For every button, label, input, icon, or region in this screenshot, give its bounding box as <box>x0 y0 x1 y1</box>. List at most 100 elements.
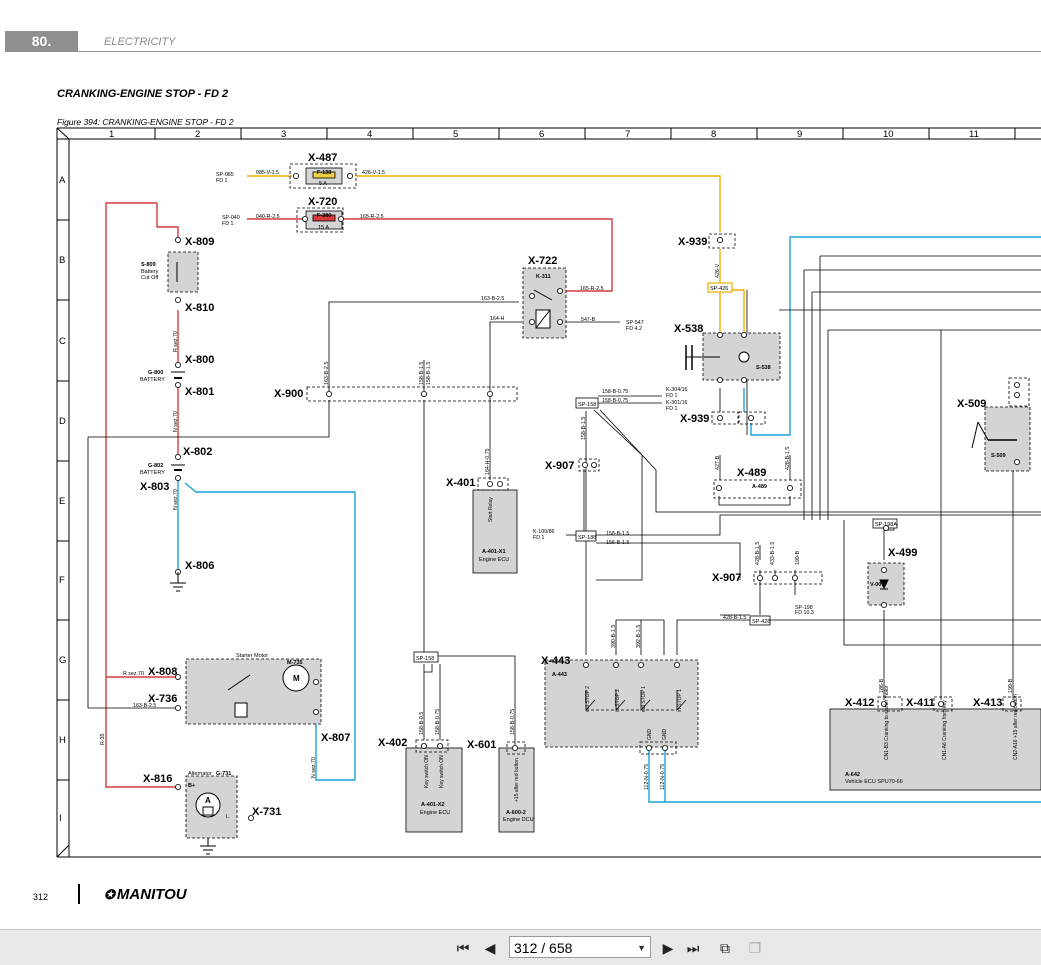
label-key-on1: Key switch ON <box>424 755 430 788</box>
label-k311: K-311 <box>536 274 551 280</box>
label-f138-rating: 5 A <box>319 181 327 187</box>
wire-rsez70-v: R sez.70 <box>173 331 179 352</box>
label-s809: S-809 <box>141 262 156 268</box>
label-sp158b: SP-158 <box>416 656 434 662</box>
terminal-pin <box>638 662 645 669</box>
ref-sp040-fd: FD 1 <box>222 221 234 227</box>
terminal-pin <box>662 745 669 752</box>
label-x816: X-816 <box>143 773 172 785</box>
terminal-pin <box>512 745 519 752</box>
grid-column-label: 1 <box>109 129 114 140</box>
ref-k301-fd: FD 1 <box>666 406 678 412</box>
wire-164: 164-H <box>490 316 505 322</box>
terminal-pin <box>582 461 589 468</box>
label-g800: G-800 <box>148 370 163 376</box>
terminal-pin <box>486 480 493 487</box>
label-a642: A-642 <box>845 772 860 778</box>
dropdown-caret-icon: ▼ <box>637 943 646 953</box>
fuse-elements <box>312 171 336 222</box>
terminal-pin <box>717 331 724 338</box>
first-page-button[interactable]: ⏮ <box>456 940 470 956</box>
label-after-red2: CN2-A16 +15 after red button <box>1013 694 1019 760</box>
label-x731: X-731 <box>252 806 281 818</box>
wire-nsez70-b: N sez.70 <box>173 489 179 510</box>
grid-column-label: 6 <box>539 129 544 140</box>
grid-row-label: I <box>59 813 62 824</box>
terminal-pin <box>1014 381 1021 388</box>
terminal-pin <box>346 172 353 179</box>
terminal-pin <box>1014 458 1021 465</box>
terminal-pin <box>486 390 493 397</box>
grid-column-label: 2 <box>195 129 200 140</box>
wire-112b: 112-N-0.75 <box>660 764 666 790</box>
terminal-pin <box>174 453 181 460</box>
copy-page-icon[interactable]: ❐ <box>748 940 762 956</box>
wire-428v: 428-B-1.5 <box>785 447 791 470</box>
terminal-pin <box>496 480 503 487</box>
wire-rsez70-h: R sez.70 <box>123 671 144 677</box>
label-a401x1-desc: Engine ECU <box>479 557 509 563</box>
wire-158v1: 158-B-1.5 <box>419 362 425 385</box>
wire-547: 547-B <box>581 317 596 323</box>
wire-428c: 428-B-1.5 <box>755 542 761 565</box>
terminal-pin <box>613 662 620 669</box>
grid-row-label: D <box>59 416 66 427</box>
label-f380-rating: 15 A <box>318 225 329 231</box>
terminal-pin <box>557 318 564 325</box>
terminal-pin <box>436 743 443 750</box>
label-key-on2: Key switch ON <box>439 755 445 788</box>
label-x800: X-800 <box>185 354 214 366</box>
splice-boxes <box>413 282 898 663</box>
ref-k304: K-304/16 <box>666 387 688 393</box>
grid-column-label: 5 <box>453 129 458 140</box>
page-selector[interactable]: 312 / 658 ▼ <box>509 936 651 958</box>
grid-column-label: 4 <box>367 129 372 140</box>
label-x810: X-810 <box>185 302 214 314</box>
ref-k100: K-100/86 <box>533 529 555 535</box>
label-x803: X-803 <box>140 481 169 493</box>
terminal-pin <box>757 575 764 582</box>
ref-k100-fd: FD 1 <box>533 535 545 541</box>
wire-112a: 112-N-0.75 <box>644 764 650 790</box>
footer-separator <box>78 884 80 904</box>
last-page-button[interactable]: ⏭ <box>686 940 700 956</box>
label-out-stop2: out STOP 2 <box>585 686 591 712</box>
label-g802: G-802 <box>148 463 163 469</box>
grid-column-label: 3 <box>281 129 286 140</box>
terminal-pin <box>174 296 181 303</box>
terminal-pin <box>883 525 890 532</box>
grid-column-label: 11 <box>969 129 979 140</box>
wire-390: 390-B-1.5 <box>611 625 617 648</box>
ref-sp547-fd: FD 4.2 <box>626 326 642 332</box>
label-x443: X-443 <box>541 655 570 667</box>
label-x411: X-411 <box>906 697 935 709</box>
label-x722: X-722 <box>528 255 557 267</box>
terminal-pin <box>717 376 724 383</box>
wire-163v: 163-B-2.5 <box>324 362 330 385</box>
next-page-button[interactable]: ▶ <box>662 940 674 956</box>
previous-page-button[interactable]: ◀ <box>484 940 496 956</box>
label-bplus: B+ <box>188 783 195 789</box>
ref-k301: K-301/16 <box>666 400 688 406</box>
terminal-pin <box>1014 391 1021 398</box>
label-cranking-motor: CN1-B3 Cranking to starter motor <box>884 685 890 760</box>
label-after-red: +15 after red button <box>514 758 520 802</box>
terminal-pin <box>247 815 254 822</box>
grid-row-label: B <box>59 255 65 266</box>
label-sp188: SP-188 <box>578 535 596 541</box>
wire-158b: 158-B-0.75 <box>602 398 628 404</box>
grid-row-label: H <box>59 735 66 746</box>
chapter-number: 80. <box>5 31 78 52</box>
diagram-frame <box>56 127 1041 858</box>
grid-column-label: 9 <box>797 129 802 140</box>
label-x806: X-806 <box>185 560 214 572</box>
label-l-terminal: L <box>226 814 229 820</box>
label-x807: X-807 <box>321 732 350 744</box>
export-page-icon[interactable]: ⧉ <box>720 940 730 956</box>
terminal-pin <box>748 414 755 421</box>
label-x802: X-802 <box>183 446 212 458</box>
label-x736: X-736 <box>148 693 177 705</box>
label-x809: X-809 <box>185 236 214 248</box>
terminal-pin <box>292 172 299 179</box>
label-x720: X-720 <box>308 196 337 208</box>
